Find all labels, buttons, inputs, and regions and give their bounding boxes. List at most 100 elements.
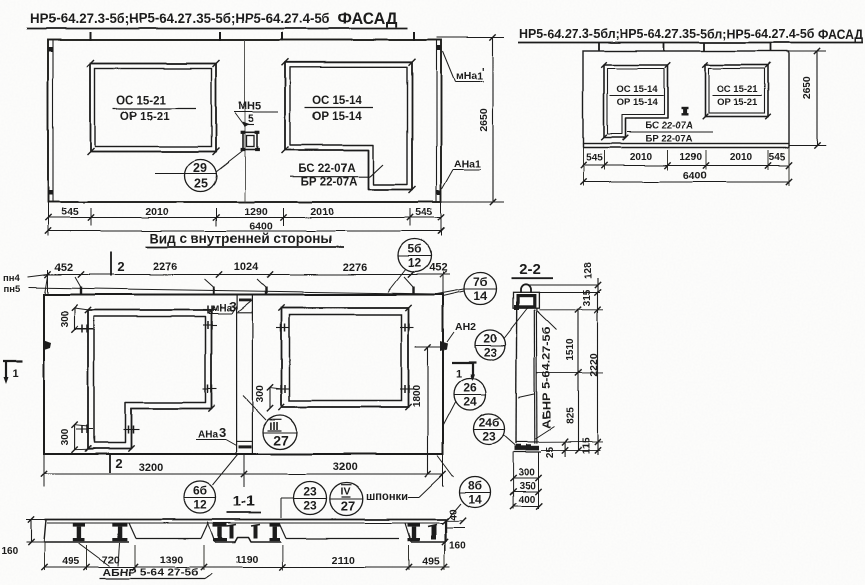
svg-text:мНа: мНа [212,303,233,314]
svg-text:1290: 1290 [680,152,703,163]
svg-text:ОР 15-21: ОР 15-21 [717,97,758,108]
svg-text:12: 12 [408,256,422,270]
svg-text:24б: 24б [479,416,500,430]
svg-text:29: 29 [193,161,207,175]
svg-text:300: 300 [255,385,266,402]
svg-text:2650: 2650 [801,76,813,100]
svg-text:40: 40 [449,509,460,521]
svg-text:1190: 1190 [236,554,259,566]
svg-text:ОС 15-14: ОС 15-14 [312,95,362,107]
svg-text:452: 452 [429,262,447,274]
svg-text:452: 452 [55,262,73,274]
svg-text:6б: 6б [193,484,207,498]
svg-text:25: 25 [194,177,208,191]
svg-text:БР 22-07А: БР 22-07А [301,177,358,189]
svg-text:ОС 15-14: ОС 15-14 [616,84,658,95]
svg-text:2110: 2110 [332,555,355,567]
svg-text:МН5: МН5 [238,100,261,112]
svg-text:НР5-64.27.3-5бл;НР5-64.27.35-5: НР5-64.27.3-5бл;НР5-64.27.35-5бл;НР5-64.… [519,27,815,41]
svg-text:825: 825 [565,407,576,424]
svg-text:23: 23 [303,485,317,499]
svg-text:АН2: АН2 [455,321,476,333]
svg-text:2010: 2010 [145,206,169,218]
svg-text:АБНР 5-64.27-5б: АБНР 5-64.27-5б [541,327,553,429]
svg-text:ФАСАД: ФАСАД [818,27,863,42]
svg-text:мНа1: мНа1 [456,70,483,82]
svg-text:ФАСАД: ФАСАД [338,10,398,28]
svg-text:3: 3 [219,425,226,440]
svg-text:5б: 5б [407,242,421,256]
svg-text:1800: 1800 [412,384,423,407]
svg-text:2010: 2010 [630,152,653,163]
svg-text:20: 20 [483,332,497,346]
svg-text:160: 160 [1,546,18,557]
svg-text:6400: 6400 [683,170,707,182]
svg-text:545: 545 [415,207,433,219]
svg-text:495: 495 [62,555,80,567]
svg-text:2220: 2220 [588,353,600,377]
svg-text:шпонки: шпонки [366,491,408,503]
svg-text:27: 27 [341,499,355,514]
svg-text:3200: 3200 [139,462,163,474]
svg-text:2276: 2276 [153,261,177,273]
svg-text:1290: 1290 [244,206,268,218]
svg-text:400: 400 [519,495,536,506]
svg-text:12: 12 [193,498,207,512]
svg-text:545: 545 [61,206,79,218]
svg-text:2276: 2276 [343,262,367,274]
svg-text:1024: 1024 [234,261,259,273]
svg-text:2650: 2650 [478,108,490,132]
svg-text:3: 3 [229,299,236,314]
svg-text:14: 14 [474,289,488,303]
svg-text:25: 25 [545,447,556,459]
svg-text:27: 27 [273,432,289,448]
svg-text:АНа: АНа [198,430,218,441]
svg-text:300: 300 [518,468,535,479]
svg-text:ОР 15-21: ОР 15-21 [120,111,170,123]
svg-text:23: 23 [303,499,317,513]
svg-text:АБНР 5-64 27-5б: АБНР 5-64 27-5б [103,567,199,579]
svg-text:5: 5 [248,113,254,125]
svg-text:пн4: пн4 [3,273,20,284]
svg-text:300: 300 [60,428,71,445]
svg-text:': ' [482,66,485,78]
svg-text:495: 495 [422,556,440,568]
svg-text:IV: IV [341,486,351,498]
svg-text:128: 128 [583,262,594,279]
svg-text:1390: 1390 [159,554,183,566]
svg-text:300: 300 [60,310,71,327]
svg-text:23: 23 [482,430,496,444]
svg-text:720: 720 [102,554,120,566]
svg-text:Вид с внутренней стороны: Вид с внутренней стороны [149,230,332,246]
svg-text:2-2: 2-2 [519,261,541,278]
svg-text:24: 24 [463,395,477,409]
svg-text:350: 350 [519,481,536,492]
svg-text:1510: 1510 [565,338,576,361]
svg-text:26: 26 [463,381,477,395]
svg-text:8б: 8б [468,479,482,493]
svg-text:6400: 6400 [249,221,273,233]
svg-text:3200: 3200 [333,461,357,473]
svg-text:2: 2 [115,456,122,471]
svg-text:315: 315 [582,289,593,306]
svg-text:545: 545 [769,152,786,163]
svg-text:2: 2 [117,259,124,274]
svg-text:160: 160 [449,541,466,552]
svg-text:14: 14 [468,493,482,507]
svg-text:БС 22-07А: БС 22-07А [645,121,693,132]
svg-text:АНа1: АНа1 [454,158,481,170]
svg-text:III: III [269,421,278,433]
svg-text:НР5-64.27.3-5б;НР5-64.27.35-5б: НР5-64.27.3-5б;НР5-64.27.35-5б;НР5-64.27… [30,11,330,26]
svg-text:2010: 2010 [730,152,753,163]
svg-text:115: 115 [581,437,592,454]
svg-text:ОС 15-21: ОС 15-21 [116,95,166,107]
svg-text:1: 1 [456,368,462,380]
svg-text:ОР 15-14: ОР 15-14 [312,111,362,123]
svg-text:БС 22-07А: БС 22-07А [298,163,355,175]
svg-text:пн5: пн5 [4,284,21,295]
svg-text:23: 23 [483,346,497,360]
svg-text:ОС 15-21: ОС 15-21 [716,84,758,95]
svg-text:ОР 15-14: ОР 15-14 [617,97,658,108]
svg-text:БР 22-07А: БР 22-07А [646,134,693,145]
svg-text:2010: 2010 [310,206,334,218]
